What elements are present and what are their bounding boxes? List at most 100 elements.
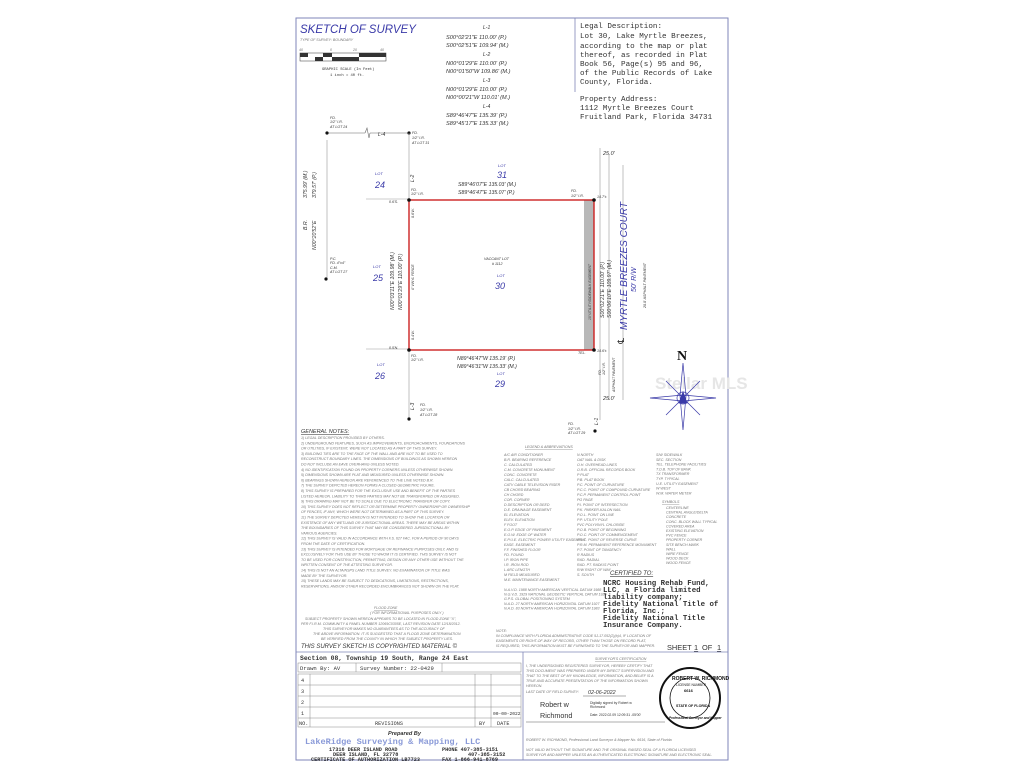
text-line: ELEV. ELEVATION xyxy=(504,518,535,522)
text-line: 9) THIS DRAWING MAY NOT BE TO SCALE DUE … xyxy=(301,500,451,504)
revision-no: 1 xyxy=(301,711,304,717)
text-line: P.I. POINT OF INTERSECTION xyxy=(577,503,628,507)
svg-text:Fidelity National Title of: Fidelity National Title of xyxy=(603,601,719,609)
text-line: L ARC LENGTH xyxy=(504,568,530,572)
text-line: C. CALCULATED xyxy=(504,463,532,467)
text-line: P.K. PARKER-KALON NAIL xyxy=(577,508,621,512)
svg-text:1/2" I.R.: 1/2" I.R. xyxy=(411,358,424,362)
svg-text:1/2" I.R.: 1/2" I.R. xyxy=(602,362,606,375)
text-line: 13) THIS SURVEY IS INTENDED FOR MORTGAGE… xyxy=(301,547,459,551)
text-line: P.R.C. POINT OF REVERSE CURVE xyxy=(577,538,637,542)
text-line: EXISTING ELEVATION xyxy=(666,529,704,533)
text-line: A/C AIR CONDITIONER xyxy=(503,453,543,457)
svg-text:1: 1 xyxy=(717,643,721,652)
text-line: N.A.D. 27 NORTH AMERICAN HORIZONTAL DATU… xyxy=(504,602,600,606)
sheet-number: SHEET 1 OF 1 xyxy=(667,643,721,652)
svg-text:AT LOT 28: AT LOT 28 xyxy=(419,413,437,417)
street-name: MYRTLE BREEZES COURT xyxy=(619,201,630,330)
svg-text:LOT: LOT xyxy=(497,273,505,278)
text-line: N.G.V.D. 1929 NATIONAL GEODETIC VERTICAL… xyxy=(504,593,606,597)
text-line: 7) THE SURVEY DEPICTED HEREON FORMS A CL… xyxy=(301,484,435,488)
south-bearing-m: N89°46'31"W 135.33' (M.) xyxy=(457,364,517,370)
west-bearing-p: N00°01'29"E 110.00' (P.) xyxy=(398,253,404,310)
east-bearing-m: S00°06'10"E 109.97' (M.) xyxy=(607,260,613,318)
text-line: TEL. TELEPHONE FACILITIES xyxy=(656,463,707,467)
survey-number: Survey Number: 22-0429 xyxy=(360,665,434,672)
text-line: B.R. BEARING REFERENCE xyxy=(504,458,552,462)
text-line: O.H. OVERHEAD LINES xyxy=(577,463,618,467)
text-line: 3) BUILDING TIES ARE TO THE FACE OF THE … xyxy=(301,452,443,456)
svg-text:FAX 1-866-941-8769: FAX 1-866-941-8769 xyxy=(442,757,498,763)
svg-text:1/2" I.R.: 1/2" I.R. xyxy=(412,136,425,140)
text-line: 1) LEGAL DESCRIPTION PROVIDED BY OTHERS. xyxy=(301,436,385,440)
svg-text:THIS SURVEYOR MAKES NO GUARANT: THIS SURVEYOR MAKES NO GUARANTEES AS TO … xyxy=(323,627,446,631)
easement-strip xyxy=(584,200,594,350)
line-table: L-1 S00°02'21"E 110.00' (P.) S00°02'51"E… xyxy=(446,25,511,127)
text-line: W WEST xyxy=(656,487,672,491)
svg-text:FD.: FD. xyxy=(412,131,418,135)
svg-text:NO.: NO. xyxy=(299,721,308,727)
lot-29: 29 xyxy=(494,379,505,389)
revision-no: 3 xyxy=(301,689,304,695)
text-line: TX TRANSFORMER xyxy=(656,472,690,476)
svg-text:6616: 6616 xyxy=(684,688,694,693)
text-line: D DESCRIPTION OR DEED xyxy=(504,503,550,507)
svg-text:FD.: FD. xyxy=(411,354,417,358)
svg-text:FD.: FD. xyxy=(568,422,574,426)
svg-text:PHONE 407-385-3151: PHONE 407-385-3151 xyxy=(442,747,498,753)
north-arrow-icon: N xyxy=(649,349,717,431)
east-bearing-p: S00°02'21"E 110.00' (P.) xyxy=(600,262,606,318)
text-line: F.F. FINISHED FLOOR xyxy=(504,548,541,552)
lot-31: 31 xyxy=(497,170,507,180)
svg-text:ASPHALT PAVEMENT: ASPHALT PAVEMENT xyxy=(612,357,616,393)
svg-text:thereof, as recorded in Plat: thereof, as recorded in Plat xyxy=(580,52,708,60)
sheet-border xyxy=(295,17,729,761)
address-heading: Property Address: xyxy=(580,96,657,104)
svg-text:Date: 2022.02.09 12:09:31 -05': Date: 2022.02.09 12:09:31 -05'00' xyxy=(590,713,641,717)
svg-text:FLOOD ZONE: FLOOD ZONE xyxy=(374,606,398,610)
svg-text:1/2" I.R.: 1/2" I.R. xyxy=(571,194,584,198)
scale-tick: 40 xyxy=(299,48,303,52)
surveyor-certification: SURVEYOR'S CERTIFICATION I, THE UNDERSIG… xyxy=(526,657,730,757)
svg-text:℄: ℄ xyxy=(616,337,626,345)
svg-text:LLC, a Florida limited: LLC, a Florida limited xyxy=(603,587,701,595)
text-line: 5) DIMENSIONS SHOWN ARE PLAT AND MEASURE… xyxy=(301,473,444,477)
svg-text:LOT: LOT xyxy=(498,163,506,168)
line-meas: S89°45'17"E 135.33' (M.) xyxy=(446,121,509,127)
line-meas: S00°02'51"E 109.94' (M.) xyxy=(446,43,509,49)
revision-no: 4 xyxy=(301,678,304,684)
svg-text:ROBERT W. RICHMOND: ROBERT W. RICHMOND xyxy=(672,676,730,682)
svg-text:Lot 30, Lake Myrtle Breezes,: Lot 30, Lake Myrtle Breezes, xyxy=(580,33,708,41)
svg-text:C.M.: C.M. xyxy=(330,266,338,270)
north-bearing-m: S89°46'07"E 135.03' (M.) xyxy=(458,182,516,188)
svg-text:( FOR INFORMATIONAL PURPOSES O: ( FOR INFORMATIONAL PURPOSES ONLY ) xyxy=(370,611,444,615)
legal-heading: Legal Description: xyxy=(580,23,662,31)
text-line: COVERED AREA xyxy=(666,524,695,528)
svg-text:NCRC Housing Rehab Fund,: NCRC Housing Rehab Fund, xyxy=(603,580,709,588)
graphic-scale: 40 0 20 40 GRAPHIC SCALE (In Feet) 1 inc… xyxy=(299,48,387,78)
line-meas: N00°00'21"W 110.01' (M.) xyxy=(446,95,510,101)
text-line: 12) THIS SURVEY IS VALID IN ACCORDANCE W… xyxy=(301,537,459,541)
text-line: T.O.B. TOP OF BANK xyxy=(656,467,692,471)
svg-text:AT LOT 24: AT LOT 24 xyxy=(329,125,347,129)
svg-text:SHEET: SHEET xyxy=(667,643,692,652)
svg-text:DATE: DATE xyxy=(497,721,509,727)
svg-text:375.99' (M.): 375.99' (M.) xyxy=(303,170,309,198)
text-line: P.C.P. PERMANENT CONTROL POINT xyxy=(577,493,641,497)
svg-text:STATE OF FLORIDA: STATE OF FLORIDA xyxy=(676,704,711,708)
text-line: F FOOT xyxy=(504,523,518,527)
text-line: E.O.W. EDGE OF WATER xyxy=(504,533,547,537)
legal-description: Legal Description: Lot 30, Lake Myrtle B… xyxy=(580,23,713,122)
svg-text:THE ABOVE INFORMATION. IT IS S: THE ABOVE INFORMATION. IT IS SUGGESTED T… xyxy=(313,632,461,636)
svg-text:L-3: L-3 xyxy=(410,403,416,410)
text-line: PVC FENCE xyxy=(666,534,687,538)
revision-no: 2 xyxy=(301,700,304,706)
text-line: RESERVATIONS, AND/OR OTHER RECORDED ENCU… xyxy=(301,584,460,588)
svg-text:0.6'S.: 0.6'S. xyxy=(389,200,398,204)
text-line: FD. FOUND xyxy=(504,553,524,557)
text-line: P.O.C. POINT OF COMMENCEMENT xyxy=(577,533,639,537)
text-line: WRITTEN CONSENT OF THE ATTESTING SURVEYO… xyxy=(301,563,393,567)
legend: LEGEND & ABBREVIATIONS A/C AIR CONDITION… xyxy=(503,445,717,610)
text-line: PG PAGE xyxy=(577,498,594,502)
text-line: 10) THIS SURVEY DOES NOT REFLECT OR DETE… xyxy=(301,505,471,509)
